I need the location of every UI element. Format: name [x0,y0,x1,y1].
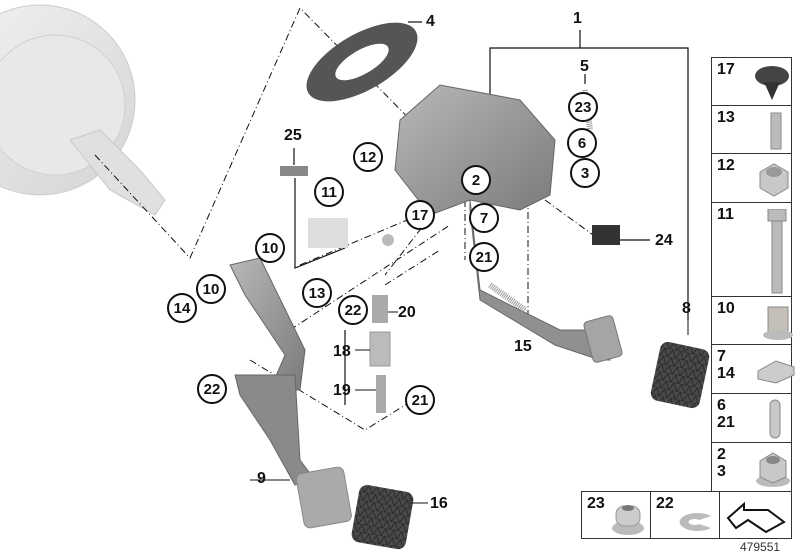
hex-nut-icon [759,163,789,197]
legend-cell-bushing: 10 [711,296,793,345]
callout-12: 12 [353,142,383,172]
callout-8: 8 [682,300,691,317]
part-20 [372,295,388,323]
legend-cell-grommet: 23 [581,491,651,539]
switch [592,225,620,245]
legend-cell-c-washer: 22 [650,491,720,539]
callout-10: 10 [255,233,285,263]
legend-cell-push-rivet: 17 [711,57,792,106]
callout-1: 1 [573,10,582,27]
gasket [306,22,418,102]
callout-9: 9 [257,470,266,487]
legend-cell-arrow [719,491,792,539]
spring-clip-icon [757,360,795,384]
legend-cell-hex-nut: 12 [711,153,792,203]
callout-25: 25 [284,127,302,144]
pin-19 [376,375,386,413]
callout-19: 19 [333,382,351,399]
callout-5: 5 [580,58,589,75]
clutch-pedal [229,257,352,529]
c-washer-icon [679,513,711,531]
arrow-icon [726,501,786,534]
pin-icon [769,399,781,439]
callout-6: 6 [567,128,597,158]
bushing-icon [763,306,793,340]
solid-leaders [293,21,689,405]
legend-cell-flange-nut: 2 3 [711,442,792,492]
brake-pad [650,341,710,409]
reference-number: 479551 [740,540,781,554]
legend-cell-hex-bolt: 11 [711,202,792,297]
callout-10: 10 [196,274,226,304]
callout-16: 16 [430,495,448,512]
sensor [308,218,348,248]
legend-cell-pin: 6 21 [711,393,792,443]
callout-22: 22 [338,295,368,325]
legend-cell-clip-pin: 13 [711,105,792,154]
callout-17: 17 [405,200,435,230]
callout-21: 21 [469,242,499,272]
callout-13: 13 [302,278,332,308]
callout-20: 20 [398,304,416,321]
callout-3: 3 [570,158,600,188]
push-rivet-icon [755,66,789,100]
callout-14: 14 [167,293,197,323]
bushing-13 [382,234,394,246]
clip [280,166,308,176]
callout-15: 15 [514,338,532,355]
hex-bolt-icon [767,209,787,294]
callout-2: 2 [461,165,491,195]
flange-nut-icon [756,452,790,487]
brake-booster [0,4,166,216]
clip-pin-icon [770,112,782,150]
grommet-icon [612,505,644,535]
spring-18 [369,331,391,367]
callout-4: 4 [426,13,435,30]
callout-11: 11 [314,177,344,207]
callout-24: 24 [655,232,673,249]
clutch-pad [351,485,414,550]
legend-cell-spring-clip: 7 14 [711,344,795,394]
callout-7: 7 [469,203,499,233]
callout-23: 23 [568,92,598,122]
callout-21: 21 [405,385,435,415]
callout-22: 22 [197,374,227,404]
callout-18: 18 [333,343,351,360]
